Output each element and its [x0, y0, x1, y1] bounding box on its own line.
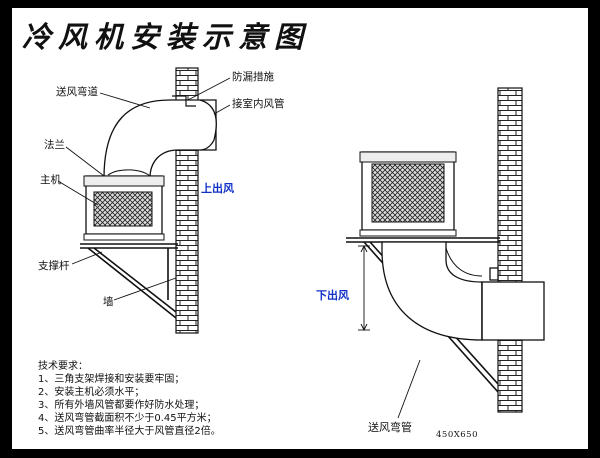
supply-elbow-label: 送风弯管 — [368, 421, 412, 434]
right-main-unit — [359, 151, 457, 237]
diagram-title: 冷风机安装示意图 — [22, 20, 311, 54]
bottom-outlet-label: 下出风 — [316, 289, 349, 302]
technical-requirements: 技术要求： 1、三角支架焊接和安装要牢固； 2、安装主机必须水平； 3、所有外墙… — [38, 360, 221, 438]
right-dimension-line — [358, 244, 370, 332]
left-elbow-duct — [103, 99, 217, 179]
indoor-duct-label: 接室内风管 — [232, 98, 285, 110]
right-wall — [497, 87, 523, 413]
leak-protection-seal — [172, 95, 196, 107]
wall-label: 墙 — [103, 296, 114, 308]
support-rod-label: 支撑杆 — [38, 260, 70, 272]
requirement-item: 2、安装主机必须水平； — [38, 387, 145, 398]
left-leader-lines — [57, 77, 231, 301]
flange-label: 法兰 — [44, 139, 65, 151]
right-elbow-duct — [381, 241, 545, 341]
supply-elbow-leader — [397, 359, 421, 419]
left-main-unit — [83, 175, 165, 241]
main-unit-label: 主机 — [40, 174, 61, 186]
elbow-duct-label: 送风弯道 — [56, 86, 98, 98]
requirement-item: 4、送风弯管截面积不少于0.45平方米； — [38, 413, 217, 424]
requirement-item: 3、所有外墙风管都要作好防水处理； — [38, 400, 205, 411]
top-outlet-label: 上出风 — [201, 182, 234, 195]
requirement-item: 5、送风弯管曲率半径大于风管直径2倍。 — [38, 426, 221, 437]
left-support-bracket — [80, 243, 178, 319]
requirements-heading: 技术要求： — [38, 361, 88, 372]
size-label: 450X650 — [436, 430, 478, 440]
requirement-item: 1、三角支架焊接和安装要牢固； — [38, 374, 185, 385]
leak-protection-label: 防漏措施 — [232, 71, 274, 83]
